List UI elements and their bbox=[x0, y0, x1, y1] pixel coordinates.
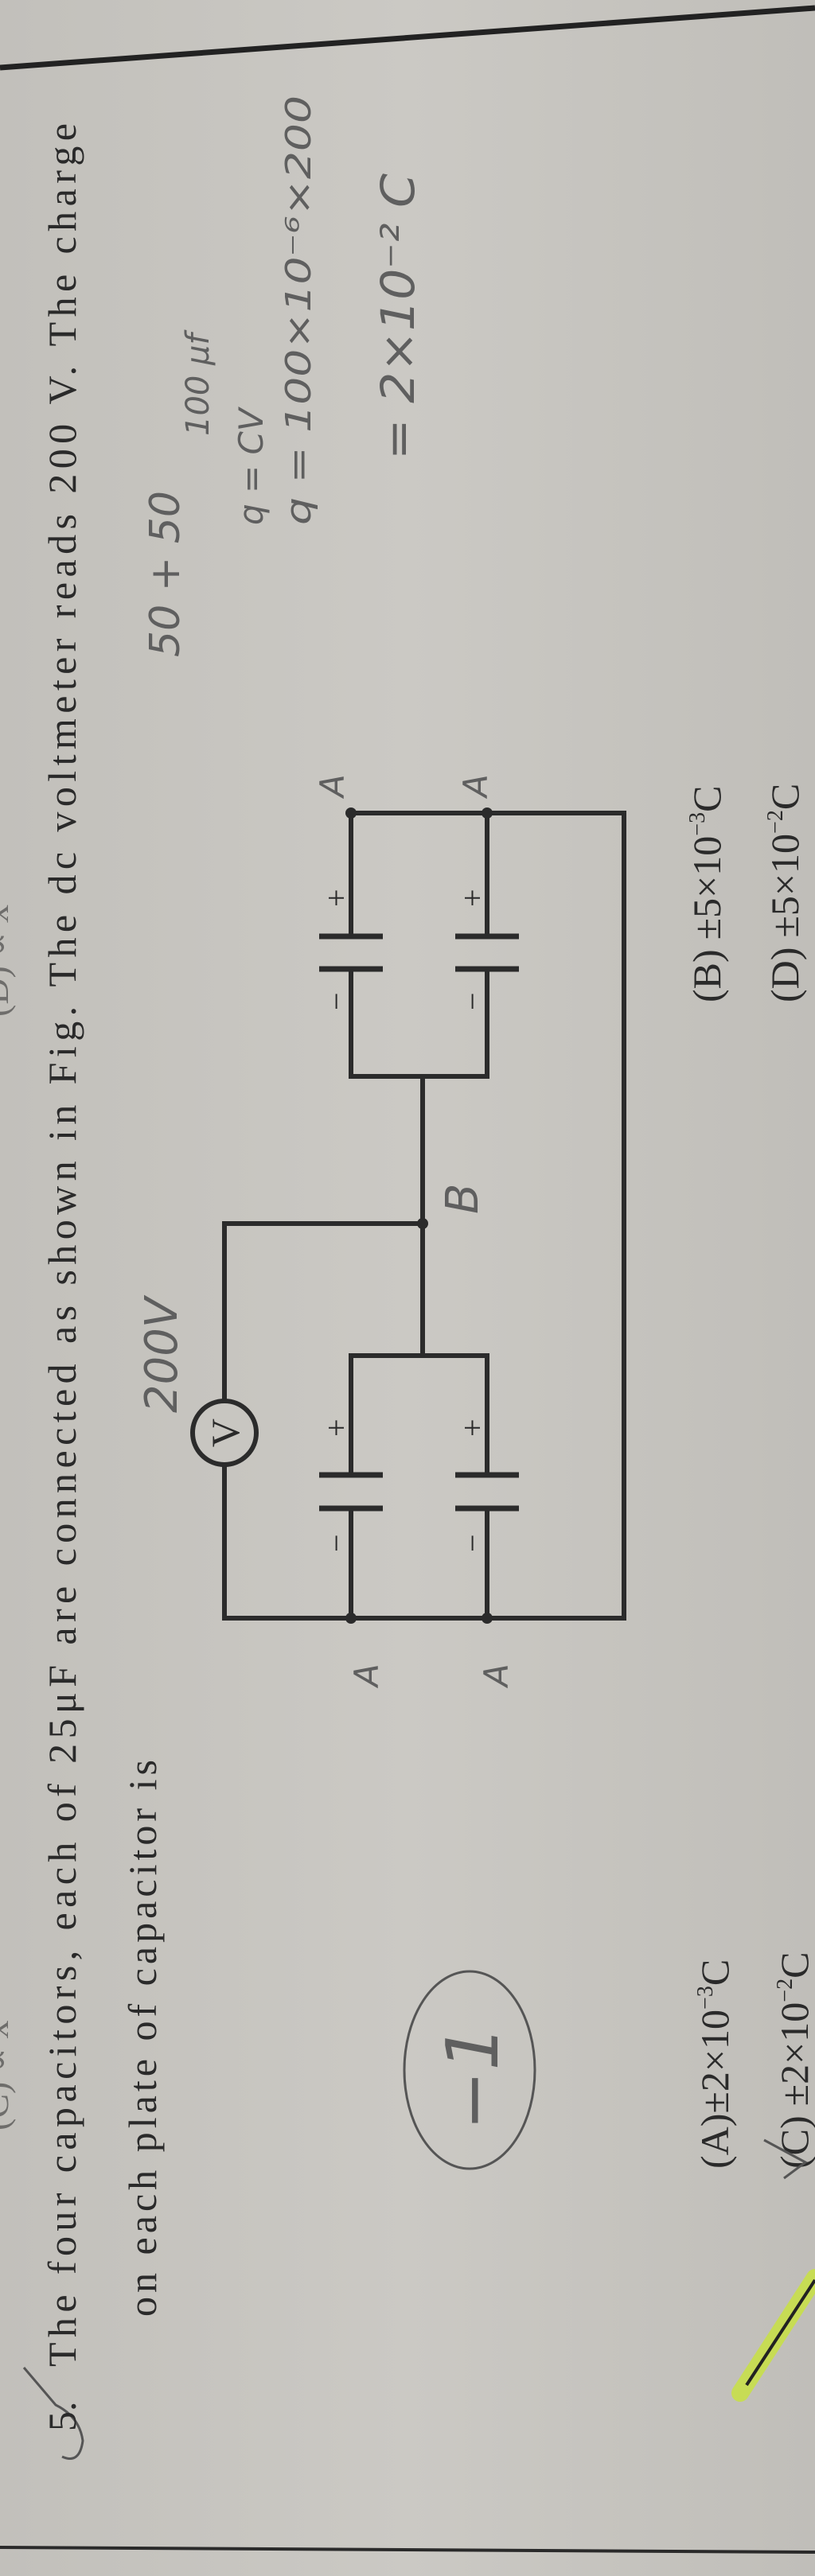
previous-option-c: (C) ∝ x bbox=[0, 2021, 16, 2130]
handwritten-notes: 50 + 50 100 μf q = CV q = 100×10⁻⁶×200 =… bbox=[142, 95, 425, 657]
node-b-label: B bbox=[437, 1184, 489, 1214]
capacitor-1-plus-sign: + bbox=[318, 889, 354, 907]
option-d[interactable]: (D) ±5×10−2C bbox=[762, 784, 807, 1002]
capacitor-4-plus-sign: + bbox=[454, 1418, 490, 1437]
circuit-diagram: − + − + − + − + V 200V B A A A A bbox=[136, 774, 626, 1689]
question-number: 5. bbox=[40, 2402, 84, 2432]
option-exponent: −3 bbox=[693, 1986, 718, 2010]
node-a-label: A bbox=[456, 774, 495, 800]
voltmeter-symbol: V bbox=[203, 1418, 248, 1447]
option-value: ±5×10 bbox=[684, 836, 729, 940]
wire-voltmeter bbox=[222, 1221, 425, 1621]
node-a-label: A bbox=[313, 774, 352, 800]
question-text-line1: The four capacitors, each of 25μF are co… bbox=[40, 123, 84, 2367]
option-unit: C bbox=[762, 784, 807, 810]
junction-dot bbox=[345, 807, 357, 819]
node-a-label: A bbox=[477, 1664, 516, 1689]
note-result: = 2×10⁻² C bbox=[371, 173, 425, 460]
junction-dot bbox=[345, 1613, 357, 1624]
page-edge-line-right bbox=[0, 5, 815, 71]
note-formula: q = CV bbox=[232, 406, 271, 525]
pen-stroke bbox=[745, 2278, 815, 2387]
answer-tick-icon bbox=[763, 2138, 808, 2180]
circled-mark-text: −1 bbox=[431, 2025, 515, 2130]
option-value: ±2×10 bbox=[772, 2002, 815, 2107]
highlighter-mark bbox=[731, 2269, 815, 2402]
junction-dot bbox=[482, 807, 493, 819]
check-mark-icon bbox=[22, 2367, 84, 2460]
option-value: ±2×10 bbox=[692, 2010, 737, 2114]
capacitor-3-plus-sign: + bbox=[318, 1418, 354, 1437]
previous-option-d: (D) ∝ x bbox=[0, 905, 16, 1017]
circle-annotation bbox=[403, 1970, 536, 2170]
option-label: (A) bbox=[692, 2114, 737, 2169]
option-unit: C bbox=[772, 1952, 815, 1979]
option-exponent: −3 bbox=[685, 812, 710, 836]
option-value: ±5×10 bbox=[762, 834, 807, 938]
answer-options: (A)±2×10−3C (C)±2×10−2C (B)±5×10−3C (D)±… bbox=[684, 784, 815, 2180]
page-edge-line-left bbox=[0, 2546, 815, 2554]
voltmeter: V bbox=[190, 1399, 259, 1467]
option-a[interactable]: (A)±2×10−3C bbox=[692, 1959, 737, 2169]
capacitor-2-minus-sign: − bbox=[454, 992, 490, 1010]
option-label: (C) bbox=[772, 2115, 815, 2169]
option-c[interactable]: (C) ±2×10−2C bbox=[772, 1952, 815, 2169]
option-label: (D) bbox=[762, 948, 807, 1002]
junction-dot bbox=[417, 1218, 428, 1229]
voltage-annotation: 200V bbox=[136, 1294, 188, 1413]
junction-dot bbox=[482, 1613, 493, 1624]
node-a-label: A bbox=[347, 1664, 386, 1689]
circled-mark: −1 bbox=[403, 1970, 536, 2170]
capacitor-1-minus-sign: − bbox=[318, 992, 354, 1010]
option-exponent: −2 bbox=[763, 810, 788, 834]
capacitor-3-minus-sign: − bbox=[318, 1534, 354, 1552]
note-sum: 50 + 50 bbox=[142, 491, 189, 657]
option-label: (B) bbox=[684, 949, 729, 1002]
question-text-line2: on each plate of capacitor is bbox=[120, 1760, 165, 2317]
option-b[interactable]: (B) ±5×10−3C bbox=[684, 786, 729, 1002]
capacitor-2-plus-sign: + bbox=[454, 889, 490, 907]
option-unit: C bbox=[692, 1959, 737, 1986]
voltmeter-icon bbox=[190, 1399, 259, 1467]
note-substitution: q = 100×10⁻⁶×200 bbox=[279, 95, 319, 525]
capacitor-4-minus-sign: − bbox=[454, 1534, 490, 1552]
note-sum-result: 100 μf bbox=[180, 329, 216, 436]
option-exponent: −2 bbox=[773, 1979, 797, 2002]
option-unit: C bbox=[684, 786, 729, 812]
